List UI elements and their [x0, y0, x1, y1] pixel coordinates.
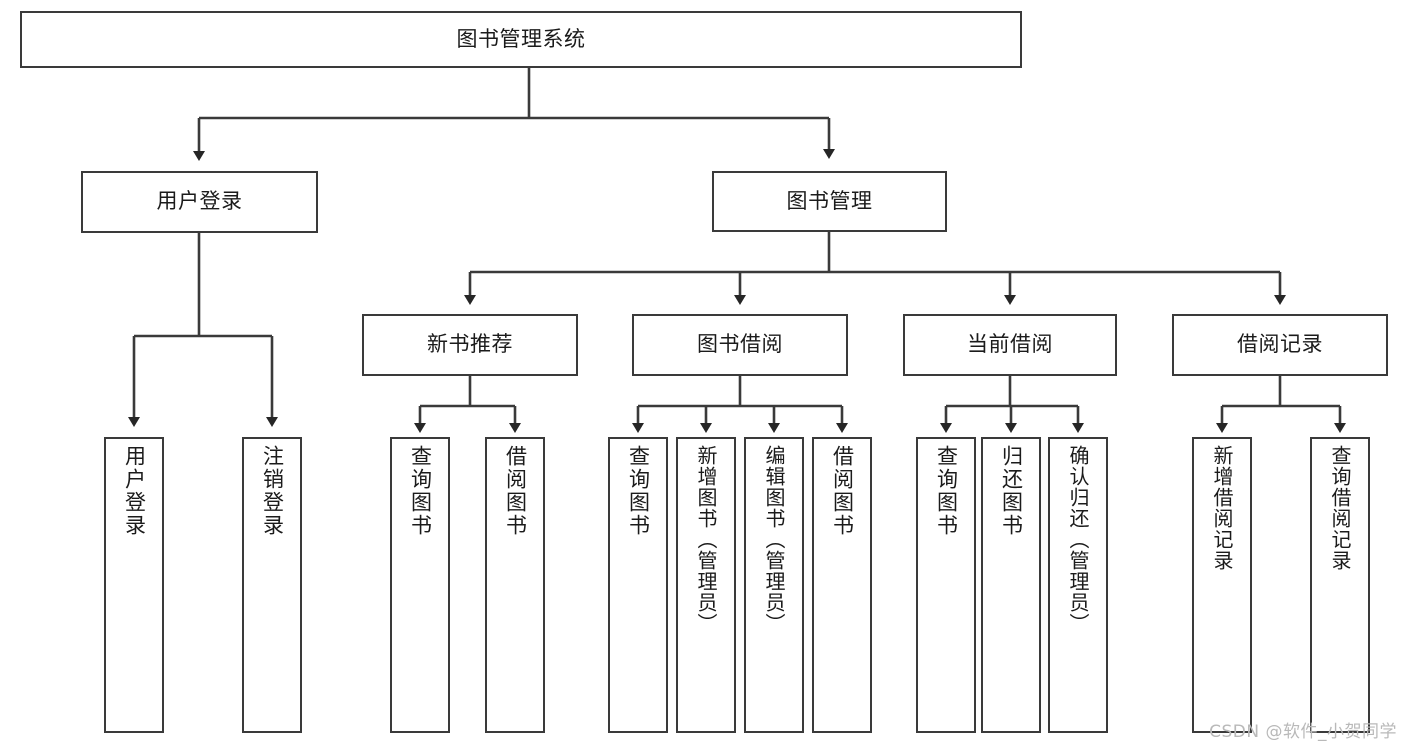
node-leaf-borrow-book-2[interactable]: 借阅图书 — [812, 437, 872, 733]
node-book-borrow[interactable]: 图书借阅 — [632, 314, 848, 376]
node-leaf-return-book[interactable]: 归还图书 — [981, 437, 1041, 733]
node-current-borrow[interactable]: 当前借阅 — [903, 314, 1117, 376]
node-leaf-add-record-label: 新增借阅记录 — [1210, 445, 1234, 571]
node-new-book-recommend-label: 新书推荐 — [427, 332, 513, 357]
node-leaf-user-login[interactable]: 用户登录 — [104, 437, 164, 733]
node-borrow-record[interactable]: 借阅记录 — [1172, 314, 1388, 376]
node-leaf-query-book-2-label: 查询图书 — [626, 445, 651, 537]
node-leaf-add-book-label: 新增图书（管理员） — [694, 445, 718, 634]
node-user-login-label: 用户登录 — [156, 189, 243, 214]
node-root[interactable]: 图书管理系统 — [20, 11, 1022, 68]
node-book-manage-label: 图书管理 — [786, 188, 873, 213]
node-leaf-add-book[interactable]: 新增图书（管理员） — [676, 437, 736, 733]
node-leaf-query-book-2[interactable]: 查询图书 — [608, 437, 668, 733]
node-borrow-record-label: 借阅记录 — [1237, 332, 1323, 357]
node-leaf-add-record[interactable]: 新增借阅记录 — [1192, 437, 1252, 733]
node-leaf-query-book-1-label: 查询图书 — [408, 445, 433, 537]
node-leaf-query-book-1[interactable]: 查询图书 — [390, 437, 450, 733]
node-leaf-logout-label: 注销登录 — [260, 445, 285, 537]
node-leaf-query-book-3[interactable]: 查询图书 — [916, 437, 976, 733]
node-leaf-return-book-label: 归还图书 — [999, 445, 1024, 537]
node-current-borrow-label: 当前借阅 — [967, 332, 1053, 357]
node-book-manage[interactable]: 图书管理 — [712, 171, 947, 232]
node-root-label: 图书管理系统 — [456, 26, 586, 51]
node-leaf-query-book-3-label: 查询图书 — [934, 445, 959, 537]
node-leaf-logout[interactable]: 注销登录 — [242, 437, 302, 733]
node-book-borrow-label: 图书借阅 — [697, 332, 783, 357]
node-leaf-confirm-return-label: 确认归还（管理员） — [1066, 445, 1090, 634]
node-leaf-confirm-return[interactable]: 确认归还（管理员） — [1048, 437, 1108, 733]
node-leaf-borrow-book-1[interactable]: 借阅图书 — [485, 437, 545, 733]
node-leaf-borrow-book-2-label: 借阅图书 — [830, 445, 855, 537]
node-new-book-recommend[interactable]: 新书推荐 — [362, 314, 578, 376]
node-user-login[interactable]: 用户登录 — [81, 171, 318, 233]
node-leaf-user-login-label: 用户登录 — [122, 445, 147, 537]
node-leaf-borrow-book-1-label: 借阅图书 — [503, 445, 528, 537]
node-leaf-query-record[interactable]: 查询借阅记录 — [1310, 437, 1370, 733]
watermark-text: CSDN @软件_小贺同学 — [1209, 722, 1397, 742]
node-leaf-query-record-label: 查询借阅记录 — [1328, 445, 1352, 571]
node-leaf-edit-book-label: 编辑图书（管理员） — [762, 445, 786, 634]
node-leaf-edit-book[interactable]: 编辑图书（管理员） — [744, 437, 804, 733]
